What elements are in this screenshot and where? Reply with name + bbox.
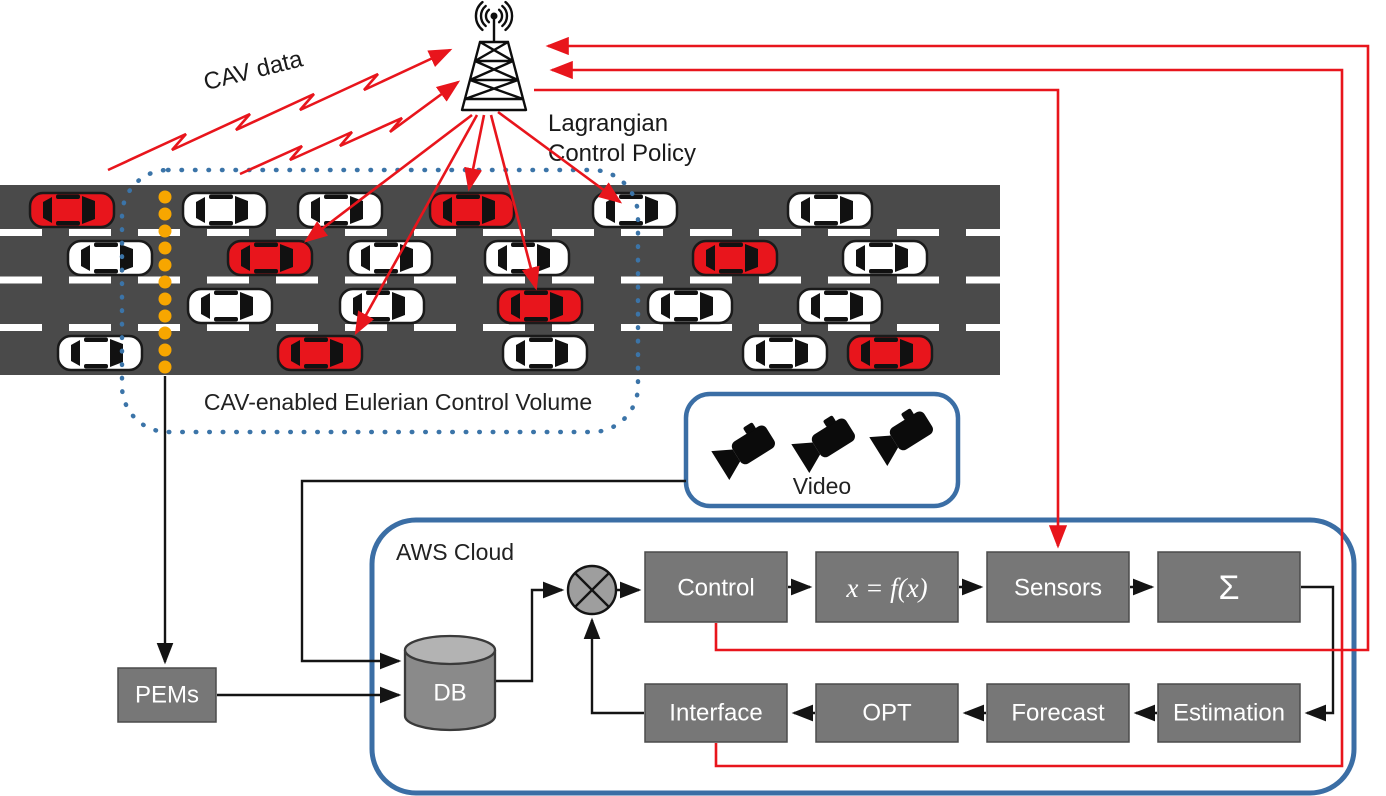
tower-to-cav-arrow xyxy=(464,114,486,192)
cav-car-icon xyxy=(846,334,934,372)
vehicle-car-icon xyxy=(646,287,734,325)
aws-cloud-label: AWS Cloud xyxy=(396,539,514,565)
vehicle-car-icon xyxy=(841,239,929,277)
tower-to-cav-arrow xyxy=(303,113,473,243)
interface-to-comparator-arrow xyxy=(583,617,644,715)
block-interface-label: Interface xyxy=(669,700,762,727)
block-control: Control xyxy=(644,551,788,623)
tower-to-cav-arrows xyxy=(303,110,623,336)
block-estimation-label: Estimation xyxy=(1173,700,1285,727)
db-label: DB xyxy=(433,680,466,707)
tower-lattice xyxy=(460,17,528,112)
db-to-comparator-arrow xyxy=(496,581,565,683)
loop-detector-dot xyxy=(158,309,172,323)
cav-car-icon xyxy=(496,287,584,325)
antenna-tip xyxy=(490,12,498,20)
block-plant: x = f(x) xyxy=(815,551,959,623)
lagrangian-policy-label: Control Policy xyxy=(548,140,696,167)
block-interface: Interface xyxy=(644,683,788,743)
vehicle-car-icon xyxy=(56,334,144,372)
cav-data-zigzag-arrow xyxy=(107,48,453,172)
control-to-tower-feedback xyxy=(545,36,1370,652)
cav-data-label: CAV data xyxy=(201,45,306,96)
block-sensors-label: Sensors xyxy=(1014,575,1102,602)
loop-detector-dot xyxy=(158,224,172,238)
tower-to-cav-arrow xyxy=(354,114,479,336)
tower-to-cav-arrow xyxy=(489,114,540,291)
video-to-db-arrow xyxy=(300,479,686,670)
vehicle-car-icon xyxy=(186,287,274,325)
video-box: Video xyxy=(683,391,961,509)
multiply-junction-icon xyxy=(566,564,618,616)
lagrangian-policy-label: Lagrangian xyxy=(548,110,668,137)
interface-to-tower-feedback xyxy=(549,60,1344,768)
loop-detector-dot xyxy=(158,326,172,340)
block-opt-label: OPT xyxy=(862,700,912,727)
loop-detector-dot xyxy=(158,343,172,357)
pems-box: PEMs xyxy=(117,667,217,723)
loop-detector-dot xyxy=(158,275,172,289)
control-volume-boundary xyxy=(119,167,641,435)
loop-detector-dot xyxy=(158,292,172,306)
loop-detector-dot xyxy=(158,190,172,204)
vehicle-car-icon xyxy=(181,191,269,229)
loop-detector-dot xyxy=(158,241,172,255)
signal-waves-icon xyxy=(497,0,514,32)
loop-detector-column xyxy=(158,190,172,374)
block-sigma: Σ xyxy=(1157,551,1301,623)
cav-car-icon xyxy=(28,191,116,229)
tower-to-cav-arrow xyxy=(497,110,623,204)
block-plant-label: x = f(x) xyxy=(845,573,927,603)
tower-to-sensors-link xyxy=(534,88,1068,549)
loop-detector-dot xyxy=(158,360,172,374)
block-sigma-label: Σ xyxy=(1218,569,1239,607)
control-volume-label: CAV-enabled Eulerian Control Volume xyxy=(204,389,592,415)
video-label: Video xyxy=(793,473,851,499)
vehicle-car-icon xyxy=(66,239,154,277)
loop-detector-dot xyxy=(158,207,172,221)
block-control-label: Control xyxy=(677,575,754,602)
signal-waves-icon xyxy=(474,0,491,32)
block-estimation: Estimation xyxy=(1157,683,1301,743)
pems-label: PEMs xyxy=(135,682,199,709)
vehicle-car-icon xyxy=(591,191,679,229)
block-sensors: Sensors xyxy=(986,551,1130,623)
cav-car-icon xyxy=(428,191,516,229)
block-opt: OPT xyxy=(815,683,959,743)
cav-car-icon xyxy=(226,239,314,277)
cav-car-icon xyxy=(691,239,779,277)
radio-tower-icon xyxy=(460,0,528,112)
red-feedback-lines xyxy=(534,36,1370,768)
vehicle-car-icon xyxy=(296,191,384,229)
vehicle-car-icon xyxy=(796,287,884,325)
vehicle-car-icon xyxy=(786,191,874,229)
vehicle-car-icon xyxy=(501,334,589,372)
vehicle-car-icon xyxy=(338,287,426,325)
cav-car-icon xyxy=(276,334,364,372)
block-forecast: Forecast xyxy=(986,683,1130,743)
block-forecast-label: Forecast xyxy=(1011,700,1105,727)
cav-data-zigzag-arrow xyxy=(239,80,461,176)
vehicle-car-icon xyxy=(741,334,829,372)
database-cylinder-icon: DB xyxy=(403,634,497,732)
loop-detector-dot xyxy=(158,258,172,272)
